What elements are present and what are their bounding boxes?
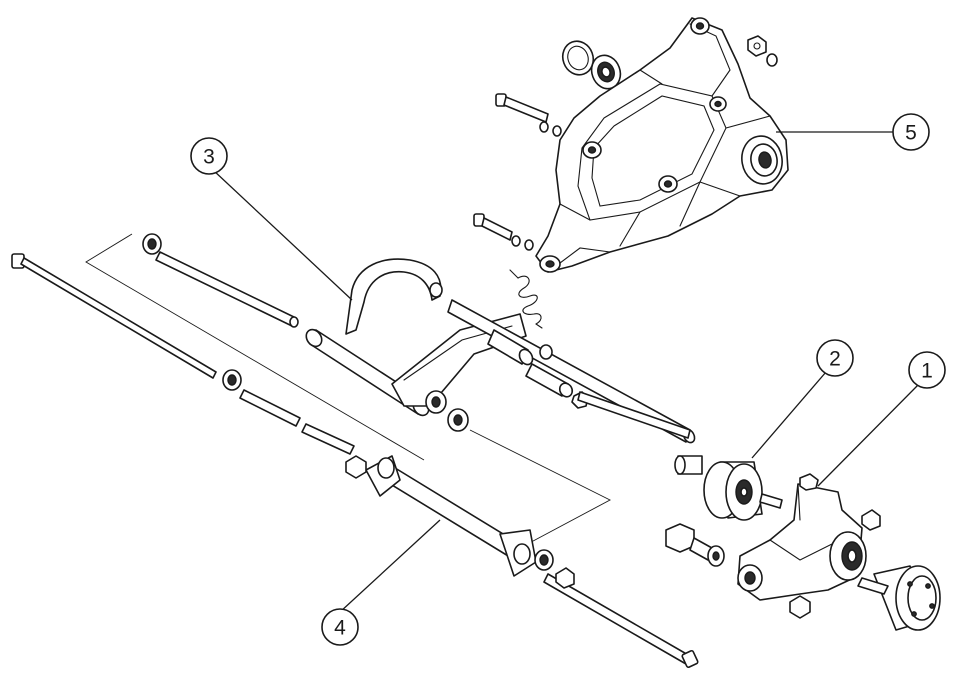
drive-hub <box>857 565 941 631</box>
right-rod <box>577 391 691 439</box>
lower-rod <box>543 573 699 669</box>
housing-bolt-upper <box>495 93 562 137</box>
housing-nut <box>747 35 778 67</box>
housing-assembly <box>473 17 789 273</box>
lower-bushing <box>447 408 469 432</box>
pivot-tube <box>345 455 575 589</box>
housing-bolt-lower <box>473 213 534 251</box>
callout-leaders <box>212 131 920 613</box>
pivot-pin <box>665 523 725 567</box>
swing-arm <box>305 258 696 444</box>
roller <box>674 455 783 521</box>
callout-1: 1 <box>908 351 946 389</box>
assembly-guide-lines <box>85 233 611 549</box>
callout-4: 4 <box>321 608 359 646</box>
callout-5: 5 <box>892 113 930 151</box>
callout-3: 3 <box>190 137 228 175</box>
return-spring <box>509 269 543 329</box>
callout-label-4: 4 <box>334 617 346 640</box>
callout-label-2: 2 <box>829 348 841 371</box>
housing-body <box>535 17 789 273</box>
callout-label-1: 1 <box>921 360 933 383</box>
drive-bracket <box>737 473 881 619</box>
upper-rod <box>142 233 299 328</box>
bearing <box>590 54 622 90</box>
long-bolt <box>11 253 355 455</box>
callout-2: 2 <box>816 339 854 377</box>
circlip <box>561 40 595 76</box>
callout-label-5: 5 <box>905 122 917 145</box>
callout-label-3: 3 <box>203 146 215 169</box>
